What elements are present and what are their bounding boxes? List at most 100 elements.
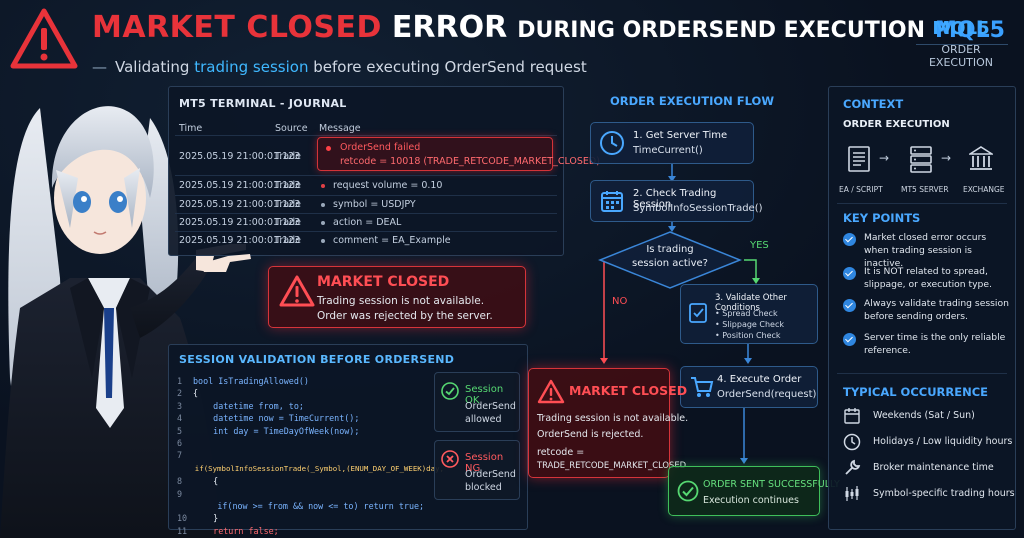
journal-row-time: 2025.05.19 21:00:01.123 — [179, 217, 301, 228]
context-label-ea: EA / SCRIPT — [839, 185, 883, 194]
col-header-time: Time — [179, 123, 203, 134]
journal-row-time: 2025.05.19 21:00:01.123 — [179, 235, 301, 246]
row-divider — [175, 213, 557, 214]
flow-step-3: 3. Validate Other Conditions • Spread Ch… — [680, 284, 818, 344]
occurrence-item: Broker maintenance time — [843, 459, 1015, 479]
journal-panel: MT5 TERMINAL - JOURNAL Time Source Messa… — [168, 86, 600, 256]
flow-alert-line-3: retcode = — [537, 447, 585, 458]
subtitle-highlight: trading session — [194, 58, 309, 76]
session-ok-card: Session OK OrderSend allowed — [434, 372, 520, 432]
journal-row-time: 2025.05.19 21:00:01.123 — [179, 180, 301, 191]
title-mql5: MQL5 — [935, 18, 1005, 43]
market-closed-flow-alert: MARKET CLOSED Trading session is not ava… — [528, 368, 688, 478]
code-line: 3 datetime from, to; — [177, 400, 304, 411]
error-line-2: retcode = 10018 (TRADE_RETCODE_MARKET_CL… — [340, 156, 600, 167]
badge-sub: ORDER EXECUTION — [928, 43, 994, 69]
no-label: NO — [612, 296, 628, 307]
flow-alert-line-2: OrderSend is rejected. — [537, 429, 644, 440]
journal-title: MT5 TERMINAL - JOURNAL — [179, 97, 347, 110]
code-line: 2{ — [177, 388, 199, 399]
journal-row-source: Trade — [275, 199, 302, 210]
step-4-sub: OrderSend(request) — [717, 389, 817, 400]
step-3-item: • Position Check — [715, 331, 781, 340]
title-market-closed: MARKET CLOSED — [92, 10, 382, 45]
cart-icon — [691, 377, 714, 397]
subtitle-post: OrderSend request — [444, 58, 587, 76]
badge-divider — [916, 44, 1008, 45]
code-line: 6 — [177, 438, 183, 449]
wrench-icon — [845, 459, 861, 475]
journal-row-source: Trade — [275, 151, 302, 162]
warning-triangle-icon — [537, 379, 565, 404]
check-circle-icon — [441, 382, 459, 400]
subtitle-mid: before executing — [313, 58, 440, 76]
alert-title: MARKET CLOSED — [317, 274, 450, 290]
journal-error-message: OrderSend failed retcode = 10018 (TRADE_… — [317, 137, 600, 171]
check-circle-icon — [677, 480, 699, 502]
row-divider — [175, 231, 557, 232]
page-title: MARKET CLOSED ERROR DURING ORDERSEND EXE… — [92, 10, 1005, 50]
session-ng-sub: OrderSend blocked — [465, 469, 516, 493]
step-2-sub: SymbolInfoSessionTrade() — [633, 203, 763, 214]
mql5-badge: MQL5 ORDER EXECUTION — [908, 18, 1014, 69]
x-circle-icon — [441, 450, 459, 468]
step-3-title: 3. Validate Other Conditions — [715, 293, 787, 313]
context-panel: CONTEXT ORDER EXECUTION → → EA / SCRIPT … — [828, 86, 1016, 530]
row-divider — [175, 175, 557, 176]
occurrence-item: Holidays / Low liquidity hours — [843, 433, 1015, 453]
context-title: CONTEXT — [843, 97, 904, 111]
flow-connectors — [600, 164, 760, 464]
journal-row-message: action = DEAL — [321, 217, 401, 228]
title-rest: DURING ORDERSEND EXECUTION — [517, 18, 925, 43]
success-sub: Execution continues — [703, 495, 799, 506]
checklist-icon — [689, 303, 707, 323]
diamond-shape — [598, 231, 742, 289]
flow-alert-title: MARKET CLOSED — [569, 383, 688, 398]
context-label-server: MT5 SERVER — [901, 185, 949, 194]
section-divider — [837, 373, 1007, 374]
session-title: SESSION VALIDATION BEFORE ORDERSEND — [179, 353, 455, 366]
check-icon — [843, 333, 856, 346]
context-arrow: → — [879, 151, 890, 165]
code-line: 4 datetime now = TimeCurrent(); — [177, 413, 360, 424]
context-subtitle: ORDER EXECUTION — [843, 119, 950, 130]
section-divider — [837, 203, 1007, 204]
occurrence-title: TYPICAL OCCURRENCE — [843, 385, 989, 399]
title-error: ERROR — [391, 10, 508, 45]
code-line: 8 { — [177, 476, 219, 487]
context-label-exchange: EXCHANGE — [963, 185, 1005, 194]
pointing-hand-icon — [200, 254, 251, 272]
code-line: 9 if(now >= from && now <= to) return tr… — [177, 488, 425, 512]
flow-step-4: 4. Execute Order OrderSend(request) — [680, 366, 818, 408]
alert-line-2: Order was rejected by the server. — [317, 310, 493, 322]
step-3-item: • Spread Check — [715, 309, 778, 318]
journal-row-source: Trade — [275, 180, 302, 191]
step-1-sub: TimeCurrent() — [633, 145, 703, 156]
step-1-title: 1. Get Server Time — [633, 130, 728, 141]
check-icon — [843, 267, 856, 280]
flow-step-2: 2. Check Trading Session SymbolInfoSessi… — [590, 180, 763, 222]
subtitle-pre: Validating — [115, 58, 190, 76]
subtitle: —Validating trading session before execu… — [92, 58, 587, 76]
server-icon — [910, 146, 932, 173]
session-ng-title: Session NG — [465, 452, 504, 474]
decision-diamond: Is trading session active? — [598, 230, 742, 290]
step-2-title: 2. Check Trading Session — [633, 188, 717, 210]
journal-row-time: 2025.05.19 21:00:01.123 — [179, 151, 301, 162]
occurrence-item: Weekends (Sat / Sun) — [843, 407, 1015, 427]
alert-line-1: Trading session is not available. — [317, 295, 485, 307]
success-title: ORDER SENT SUCCESSFULLY — [703, 479, 840, 490]
key-points-title: KEY POINTS — [843, 211, 921, 225]
check-icon — [843, 233, 856, 246]
badge-main: MQL5 — [932, 18, 990, 39]
journal-row-time: 2025.05.19 21:00:01.123 — [179, 199, 301, 210]
occurrence-item: Symbol-specific trading hours — [843, 485, 1015, 505]
error-dot — [326, 146, 331, 151]
flow-alert-line-4: TRADE_RETCODE_MARKET_CLOSED — [537, 460, 687, 470]
code-line: 5 int day = TimeDayOfWeek(now); — [177, 425, 360, 436]
warning-triangle-icon — [10, 8, 78, 69]
row-divider — [175, 135, 557, 136]
decision-line-1: Is trading — [646, 244, 694, 255]
